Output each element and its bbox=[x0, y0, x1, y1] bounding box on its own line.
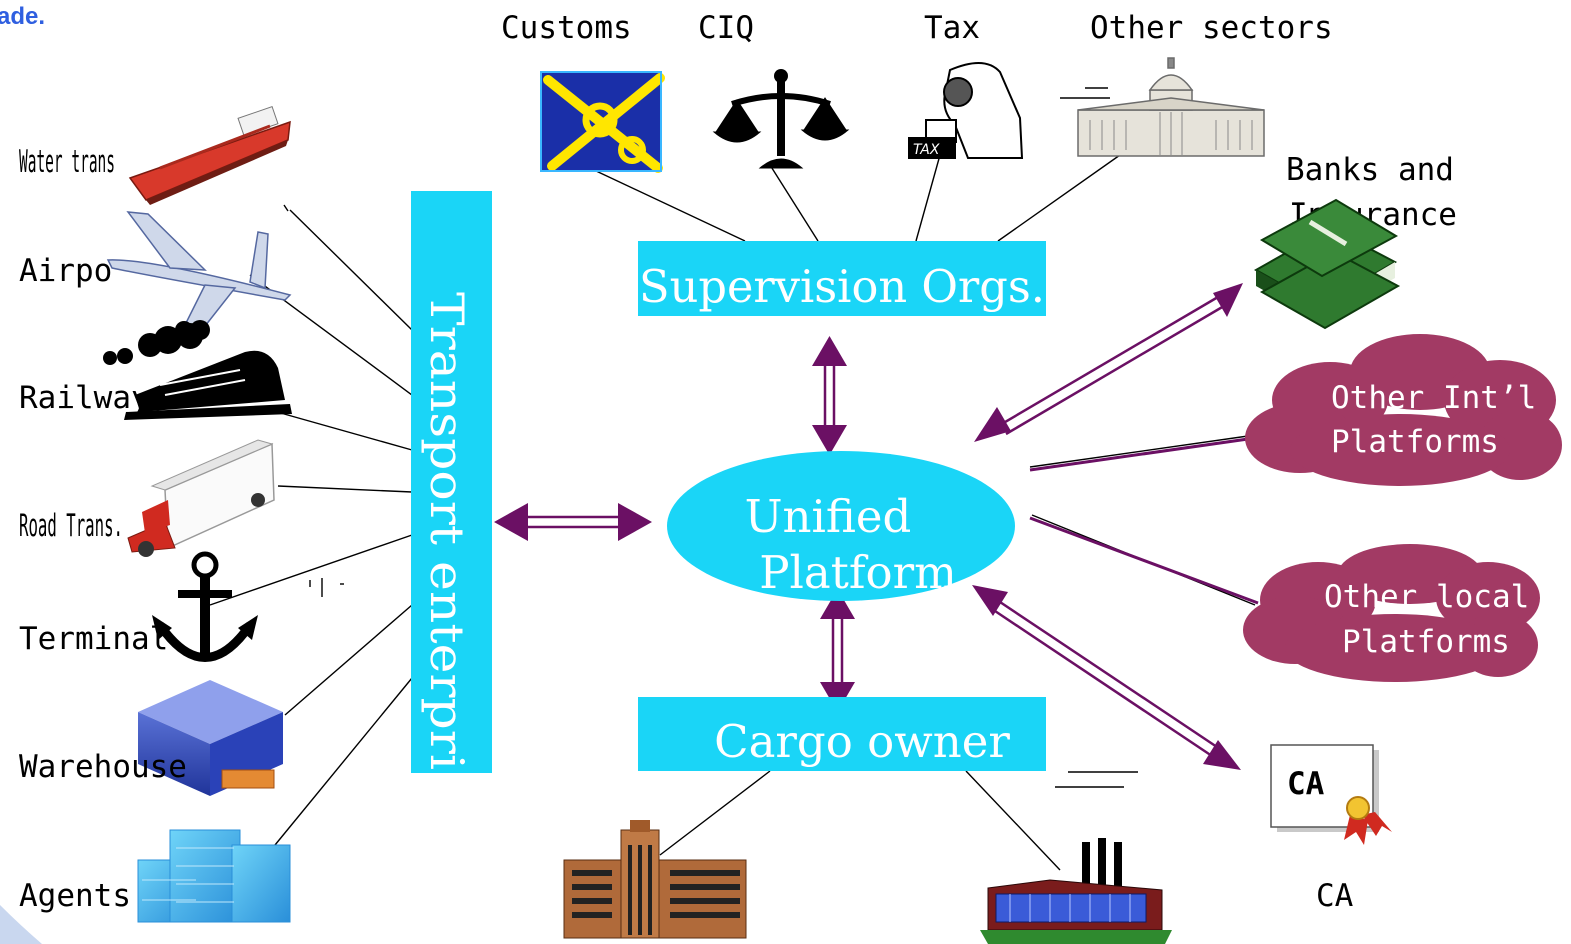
sector-label-customs: Customs bbox=[501, 10, 632, 46]
tax-hand-icon: TAX bbox=[908, 62, 1024, 159]
supervision-box bbox=[638, 241, 1046, 316]
unified-platform-line2: Platform bbox=[759, 546, 957, 599]
ship-icon bbox=[128, 105, 291, 205]
supervision-box-label: Supervision Orgs. bbox=[639, 260, 1045, 313]
ca-certificate-icon: CA bbox=[1270, 744, 1392, 845]
sector-label-ciq: CIQ bbox=[698, 10, 754, 46]
sector-label-tax: Tax bbox=[924, 10, 980, 46]
ca-label: CA bbox=[1316, 878, 1354, 914]
tax-sign-text: TAX bbox=[913, 142, 940, 158]
local-platforms-line2: Platforms bbox=[1342, 624, 1510, 660]
agents-building-icon bbox=[137, 829, 291, 923]
arrow-platform-ca bbox=[972, 585, 1241, 770]
intl-platforms-line1: Other Int’l bbox=[1331, 380, 1536, 416]
ca-certificate-text: CA bbox=[1287, 766, 1325, 802]
corner-decoration bbox=[0, 905, 42, 944]
mode-label-water: Water trans bbox=[19, 144, 115, 180]
unified-platform-line1: Unified bbox=[745, 490, 912, 543]
arrow-transport-platform bbox=[494, 503, 652, 541]
arrow-supervision-platform bbox=[812, 336, 847, 455]
mode-label-road: Road Trans. bbox=[19, 508, 123, 544]
unified-platform bbox=[667, 451, 1015, 601]
mode-label-railway: Railway bbox=[19, 380, 150, 416]
local-platforms-cloud bbox=[1243, 544, 1540, 682]
warehouse-icon bbox=[138, 680, 283, 796]
sector-label-other: Other sectors bbox=[1090, 10, 1333, 46]
header-fragment: ade. bbox=[0, 3, 45, 30]
anchor-icon bbox=[152, 551, 258, 662]
mode-label-airport: Airpo bbox=[19, 253, 112, 289]
cargo-owner-label: Cargo owner bbox=[714, 715, 1010, 768]
link-local-platforms bbox=[1029, 516, 1259, 605]
intl-platforms-cloud bbox=[1245, 334, 1562, 486]
link-intl-platforms bbox=[1029, 436, 1256, 472]
arrow-platform-banks bbox=[974, 283, 1243, 442]
airplane-icon bbox=[106, 211, 292, 336]
local-platforms-line1: Other local bbox=[1324, 579, 1529, 615]
intl-platforms-line2: Platforms bbox=[1331, 424, 1499, 460]
mode-label-agents: Agents bbox=[19, 878, 131, 914]
transport-box-label: Transport enterpri bbox=[420, 292, 474, 770]
mode-label-terminal: Terminal bbox=[19, 621, 168, 657]
transport-box bbox=[411, 191, 492, 773]
arrow-platform-cargo bbox=[820, 589, 855, 712]
money-stack-icon bbox=[1253, 198, 1401, 330]
government-building-icon bbox=[1077, 57, 1265, 157]
cargo-owner-box bbox=[638, 697, 1046, 771]
banks-label-line1: Banks and bbox=[1286, 152, 1454, 188]
train-icon bbox=[103, 320, 292, 420]
factory-icon bbox=[980, 838, 1172, 944]
truck-icon bbox=[127, 439, 275, 557]
scales-icon bbox=[712, 69, 850, 169]
office-building-icon bbox=[563, 820, 747, 939]
mode-label-warehouse: Warehouse bbox=[19, 749, 187, 785]
customs-icon bbox=[540, 71, 665, 173]
